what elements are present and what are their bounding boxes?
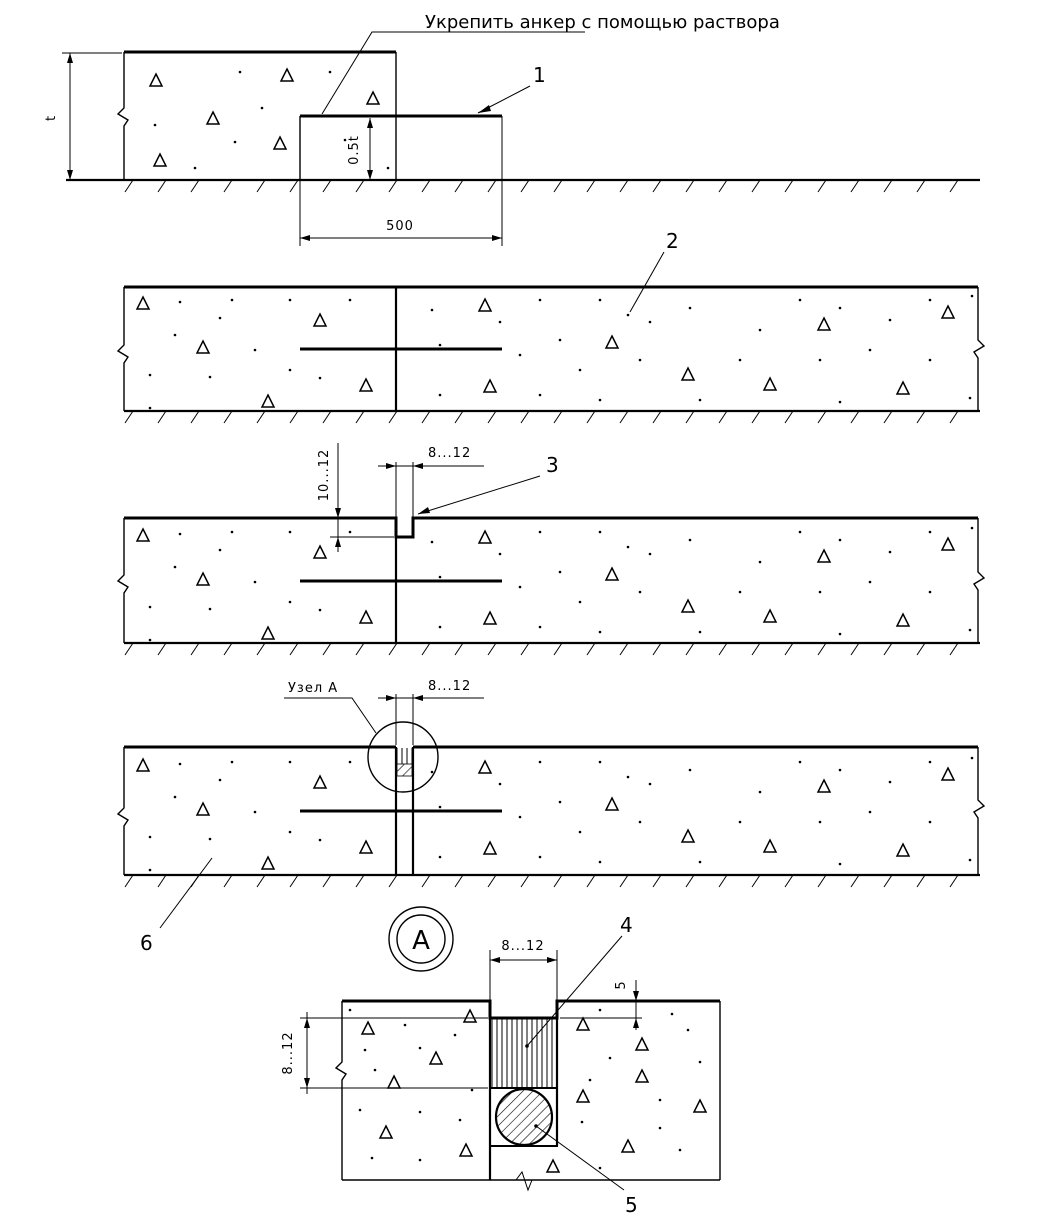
callout-4-label: 4 (620, 913, 633, 937)
dimension-t: t (44, 52, 122, 180)
dimension-groove-width-1-label: 8...12 (428, 446, 471, 461)
dimension-500-label: 500 (386, 219, 414, 234)
node-a-leader: Узел А (284, 681, 377, 734)
dimension-groove-depth: 10...12 (317, 443, 394, 552)
dimension-500: 500 (299, 116, 503, 246)
callout-2-label: 2 (666, 229, 679, 253)
dimension-sealant-width: 8...12 (489, 939, 558, 1000)
callout-1-label: 1 (533, 63, 546, 87)
dimension-t-label: t (44, 115, 59, 121)
callout-2: 2 (629, 229, 679, 313)
callout-4: 4 (525, 913, 633, 1048)
dimension-half-t: 0.5t (347, 118, 373, 180)
dimension-recess: 5 (560, 980, 642, 1030)
dimension-half-t-label: 0.5t (347, 135, 362, 165)
view-cut-groove: 8...12 10...12 3 (116, 443, 986, 645)
dimension-sealant-width-label: 8...12 (501, 939, 544, 954)
dimension-groove-depth-label: 10...12 (317, 449, 332, 501)
dimension-sealant-depth-label: 8...12 (281, 1031, 296, 1074)
slab-block-1 (116, 50, 397, 180)
detail-a-marker-label: А (412, 926, 430, 956)
backer-rod (494, 1087, 554, 1147)
concrete-aggregate-marks (135, 67, 974, 1173)
dimension-groove-width-2-label: 8...12 (428, 679, 471, 694)
ground-hatching (124, 179, 959, 888)
dimension-recess-label: 5 (614, 980, 629, 989)
callout-5: 5 (534, 1124, 638, 1217)
caption-text: Укрепить анкер с помощью раствора (425, 12, 780, 33)
callout-1: 1 (477, 63, 546, 114)
callout-6-label: 6 (140, 931, 153, 955)
view-concreted-slab: 2 (116, 229, 986, 413)
callout-3: 3 (417, 453, 559, 515)
node-a-label: Узел А (288, 681, 338, 696)
dimension-groove-width-1: 8...12 (378, 446, 484, 518)
node-a-circle (367, 721, 439, 793)
caption-leader: Укрепить анкер с помощью раствора (321, 12, 780, 115)
dimension-sealant-depth: 8...12 (281, 1012, 488, 1094)
view-sealed-joint: Узел А 8...12 6 (116, 679, 986, 955)
callout-6: 6 (140, 857, 213, 955)
view-anchor-placement: t 0.5t 500 Укрепить анкер с помощью раст… (44, 12, 980, 246)
callout-3-label: 3 (546, 453, 559, 477)
detail-a-marker: А (388, 906, 454, 972)
sealant-fill (489, 1017, 558, 1089)
dimension-groove-width-2: 8...12 (378, 679, 484, 745)
callout-5-label: 5 (625, 1193, 638, 1217)
detail-a-section: 8...12 5 8...12 4 5 (281, 913, 721, 1217)
